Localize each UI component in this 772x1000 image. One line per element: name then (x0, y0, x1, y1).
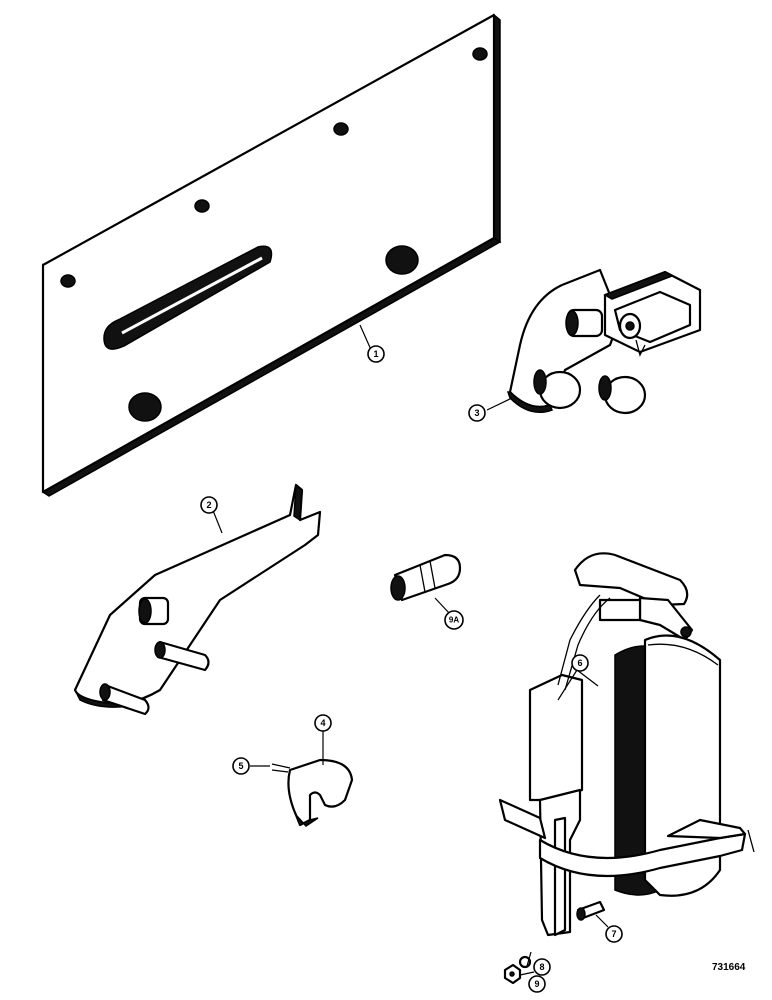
callout-2: 2 (200, 496, 218, 514)
callout-4-label: 4 (320, 718, 325, 728)
leader-lines (211, 324, 609, 976)
callout-3: 3 (468, 404, 486, 422)
callout-9a: 9A (444, 610, 464, 630)
callout-3-label: 3 (474, 408, 479, 418)
clamp-and-set-screw (271, 758, 354, 827)
callout-7-label: 7 (611, 929, 616, 939)
mounting-plate (41, 13, 502, 497)
callout-5: 5 (232, 757, 250, 775)
callout-6-label: 6 (577, 658, 582, 668)
callout-7: 7 (605, 925, 623, 943)
callout-1-label: 1 (373, 349, 378, 359)
callout-4: 4 (314, 714, 332, 732)
callout-9a-label: 9A (449, 616, 459, 625)
callout-5-label: 5 (238, 761, 243, 771)
fire-extinguisher-assembly (498, 552, 755, 985)
drawing-number: 731664 (712, 962, 746, 973)
callout-9-label: 9 (534, 979, 539, 989)
valve-fitting (390, 553, 462, 602)
fork-lever (73, 483, 322, 716)
callout-1: 1 (367, 345, 385, 363)
callout-8: 8 (533, 958, 551, 976)
callout-2-label: 2 (206, 500, 211, 510)
callout-8-label: 8 (539, 962, 544, 972)
callout-6: 6 (571, 654, 589, 672)
pin-bracket-assembly (506, 268, 702, 415)
callout-9: 9 (528, 975, 546, 993)
